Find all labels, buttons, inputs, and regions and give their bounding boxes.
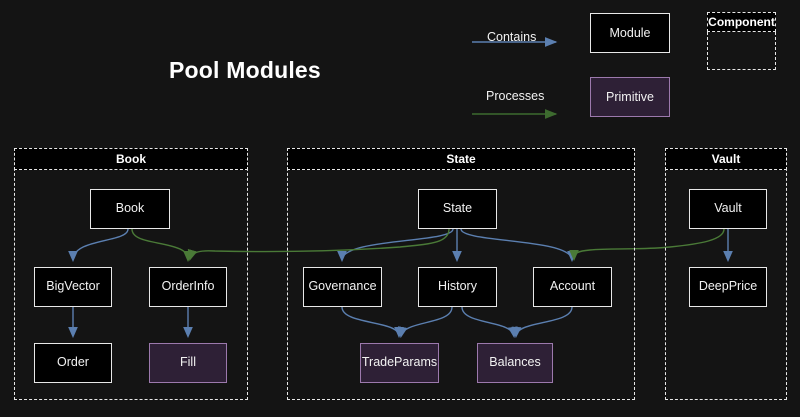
node-deepprice[interactable]: DeepPrice [689, 267, 767, 307]
node-vault[interactable]: Vault [689, 189, 767, 229]
node-history[interactable]: History [418, 267, 497, 307]
node-fill[interactable]: Fill [149, 343, 227, 383]
cluster-book-header: Book [14, 148, 248, 170]
node-bigvector-label: BigVector [46, 279, 100, 294]
node-account[interactable]: Account [533, 267, 612, 307]
legend-processes-label: Processes [486, 89, 545, 103]
node-orderinfo-label: OrderInfo [161, 279, 215, 294]
node-account-label: Account [549, 279, 596, 294]
node-history-label: History [438, 279, 477, 294]
cluster-book-label: Book [116, 152, 146, 166]
node-orderinfo[interactable]: OrderInfo [149, 267, 227, 307]
node-tradeparams[interactable]: TradeParams [360, 343, 439, 383]
node-bigvector[interactable]: BigVector [34, 267, 112, 307]
node-order-label: Order [57, 355, 89, 370]
cluster-state-header: State [287, 148, 635, 170]
legend-primitive-box: Primitive [590, 77, 670, 117]
legend-primitive-label: Primitive [606, 90, 654, 104]
node-governance-label: Governance [308, 279, 377, 294]
node-deepprice-label: DeepPrice [698, 279, 758, 294]
legend-module-label: Module [609, 26, 651, 40]
node-state[interactable]: State [418, 189, 497, 229]
legend-component-label: Component [708, 15, 775, 29]
page-title: Pool Modules [169, 57, 321, 83]
legend-component-header: Component [707, 12, 776, 32]
node-balances[interactable]: Balances [477, 343, 553, 383]
legend-contains-label: Contains [487, 30, 537, 44]
legend-module-box: Module [590, 13, 670, 53]
node-order[interactable]: Order [34, 343, 112, 383]
node-book[interactable]: Book [90, 189, 170, 229]
node-tradeparams-label: TradeParams [361, 355, 438, 370]
node-book-label: Book [115, 201, 145, 216]
node-governance[interactable]: Governance [303, 267, 382, 307]
node-balances-label: Balances [489, 355, 541, 370]
cluster-vault-header: Vault [665, 148, 787, 170]
cluster-vault-label: Vault [711, 152, 741, 166]
node-state-label: State [442, 201, 473, 216]
cluster-state-label: State [446, 152, 476, 166]
node-fill-label: Fill [180, 355, 196, 370]
node-vault-label: Vault [714, 201, 742, 216]
